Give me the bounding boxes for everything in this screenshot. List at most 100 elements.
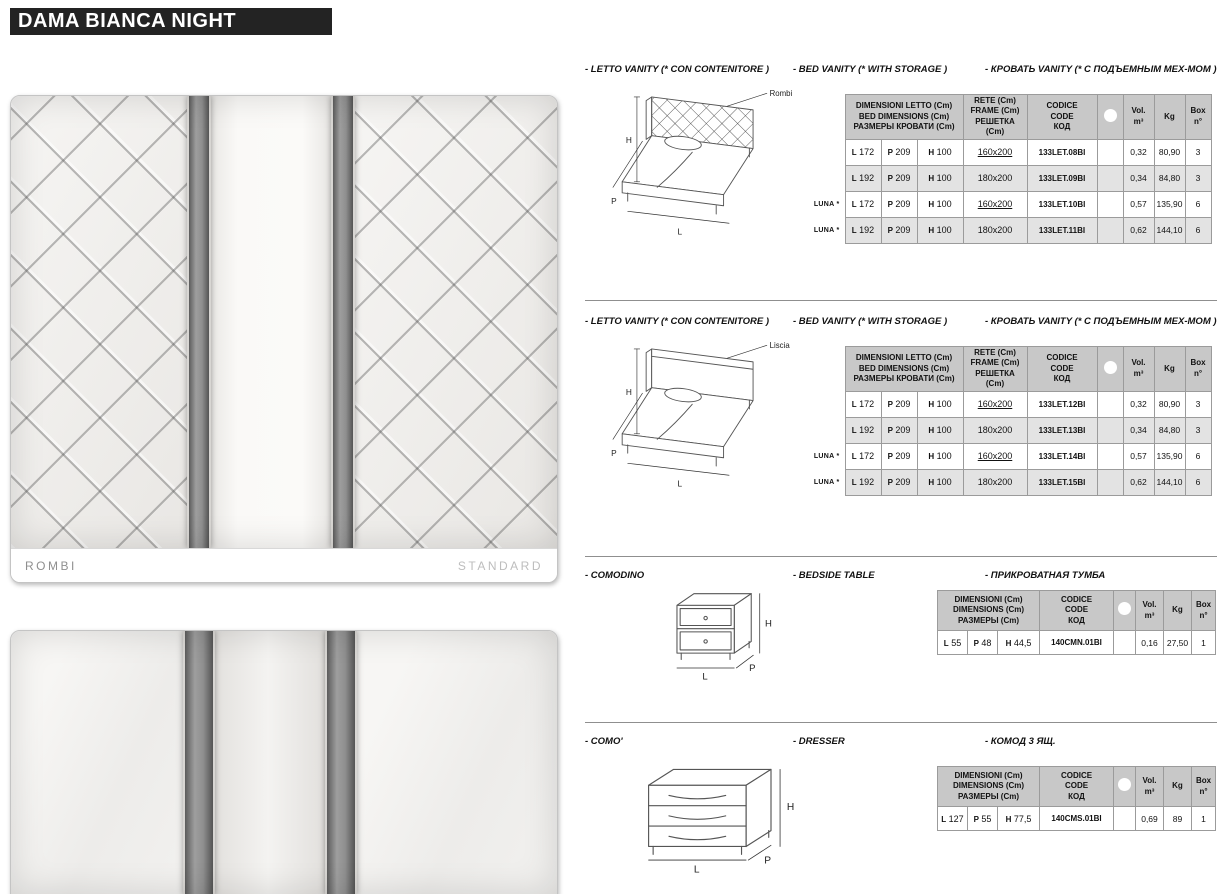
spec-cell — [1096, 164, 1124, 192]
spec-cell: 133LET.08BI — [1026, 138, 1098, 166]
spec-cell: H 100 — [916, 442, 964, 470]
spec-cell: 80,90 — [1153, 390, 1186, 418]
spec-cell: 160x200 — [962, 390, 1028, 418]
finish-dot-icon — [1118, 602, 1131, 616]
spec-cell: 1 — [1191, 630, 1216, 655]
dimension-label-h: H — [765, 619, 772, 630]
spec-cell: H 100 — [916, 216, 964, 244]
spec-cell: 135,90 — [1153, 442, 1186, 470]
spec-cell: 180x200 — [962, 164, 1028, 192]
spec-cell: 133LET.14BI — [1026, 442, 1098, 470]
spec-cell: 0,32 — [1122, 390, 1155, 418]
spec-cell: P 209 — [880, 190, 918, 218]
spec-cell: 0,34 — [1122, 416, 1155, 444]
dimension-label-l: L — [677, 478, 682, 488]
dimension-label-p: P — [611, 448, 617, 458]
spec-header-row: DIMENSIONI (Cm)DIMENSIONS (Cm)РАЗМЕРЫ (C… — [937, 766, 1216, 807]
dimension-label-l: L — [677, 226, 682, 236]
fabric-swatch-liscia — [10, 630, 558, 894]
header-cell: RETE (Cm)FRAME (Cm)РЕШЕТКА (Cm) — [962, 346, 1028, 392]
section-heading-en: - BEDSIDE TABLE — [793, 570, 875, 581]
dresser-line-drawing: H L P — [635, 758, 805, 881]
spec-cell: 3 — [1184, 138, 1212, 166]
luna-variant-label: LUNA * — [813, 452, 840, 460]
spec-cell — [1113, 806, 1136, 831]
spec-cell: 27,50 — [1163, 630, 1192, 655]
spec-cell: L 172 — [844, 442, 882, 470]
spec-cell: H 100 — [916, 190, 964, 218]
section-heading-en: - BED VANITY (* WITH STORAGE ) — [793, 316, 948, 327]
dimension-label-p: P — [749, 663, 755, 674]
dimension-label-l: L — [702, 672, 707, 683]
page-title: DAMA BIANCA NIGHT — [10, 8, 332, 35]
spec-cell: L 192 — [844, 164, 882, 192]
section-heading-it: - LETTO VANITY (* CON CONTENITORE ) — [585, 316, 770, 327]
grey-leather-stripe — [331, 96, 355, 548]
spec-cell: 3 — [1184, 164, 1212, 192]
spec-cell: P 209 — [880, 164, 918, 192]
spec-cell: 0,32 — [1122, 138, 1155, 166]
spec-cell: P 48 — [967, 630, 998, 655]
spec-cell: L 55 — [937, 630, 968, 655]
spec-cell: 133LET.15BI — [1026, 468, 1098, 496]
header-cell: Vol.m³ — [1135, 590, 1164, 631]
spec-cell: 6 — [1184, 468, 1212, 496]
spec-header-row: DIMENSIONI LETTO (Cm)BED DIMENSIONS (Cm)… — [805, 94, 1212, 140]
spec-cell — [1096, 190, 1124, 218]
spec-cell: 180x200 — [962, 468, 1028, 496]
section-heading-en: - DRESSER — [793, 736, 845, 747]
header-cell — [1096, 94, 1124, 140]
spec-cell — [1113, 630, 1136, 655]
dimension-label-h: H — [626, 387, 632, 397]
dimension-label-h: H — [787, 802, 794, 813]
bed-spec-table-rombi: DIMENSIONI LETTO (Cm)BED DIMENSIONS (Cm)… — [805, 94, 1212, 244]
spec-cell: 0,57 — [1122, 442, 1155, 470]
spec-cell: 6 — [1184, 216, 1212, 244]
spec-cell: L 192 — [844, 216, 882, 244]
spec-table: DIMENSIONI LETTO (Cm)BED DIMENSIONS (Cm)… — [805, 346, 1212, 496]
swatch-caption: ROMBI STANDARD — [11, 548, 557, 582]
header-cell: RETE (Cm)FRAME (Cm)РЕШЕТКА (Cm) — [962, 94, 1028, 140]
spec-table: DIMENSIONI LETTO (Cm)BED DIMENSIONS (Cm)… — [805, 94, 1212, 244]
nightstand-spec-table: DIMENSIONI (Cm)DIMENSIONS (Cm)РАЗМЕРЫ (C… — [937, 590, 1216, 655]
header-cell: Vol.m³ — [1135, 766, 1164, 807]
spec-cell: P 209 — [880, 442, 918, 470]
spec-cell: 0,34 — [1122, 164, 1155, 192]
bed-line-drawing: Liscia H P L — [589, 336, 801, 496]
finish-dot-icon — [1103, 360, 1117, 374]
header-cell — [1113, 590, 1136, 631]
section-heading-it: - COMO' — [585, 736, 623, 747]
section-divider — [585, 556, 1217, 557]
spec-table: DIMENSIONI (Cm)DIMENSIONS (Cm)РАЗМЕРЫ (C… — [937, 590, 1216, 655]
spec-header-row: DIMENSIONI (Cm)DIMENSIONS (Cm)РАЗМЕРЫ (C… — [937, 590, 1216, 631]
luna-variant-label: LUNA * — [813, 478, 840, 486]
spec-cell: 0,62 — [1122, 468, 1155, 496]
section-heading-it: - COMODINO — [585, 570, 645, 581]
header-cell: Vol.m³ — [1122, 346, 1155, 392]
spec-cell: 0,62 — [1122, 216, 1155, 244]
luna-variant-label — [805, 139, 845, 165]
spec-cell — [1096, 138, 1124, 166]
spec-cell: L 192 — [844, 416, 882, 444]
smooth-panel-left — [11, 631, 189, 894]
header-cell: Kg — [1163, 766, 1192, 807]
luna-variant-label — [805, 417, 845, 443]
spec-cell: H 100 — [916, 164, 964, 192]
bed-line-drawing: Rombi H P L — [589, 84, 801, 244]
spec-column: - LETTO VANITY (* CON CONTENITORE ) - BE… — [585, 0, 1217, 894]
spec-cell: 133LET.11BI — [1026, 216, 1098, 244]
spec-cell: L 172 — [844, 190, 882, 218]
spec-cell: 6 — [1184, 190, 1212, 218]
spec-cell — [805, 347, 845, 392]
spec-cell: 180x200 — [962, 216, 1028, 244]
header-cell: Kg — [1153, 346, 1186, 392]
spec-cell: 133LET.10BI — [1026, 190, 1098, 218]
header-cell — [1113, 766, 1136, 807]
